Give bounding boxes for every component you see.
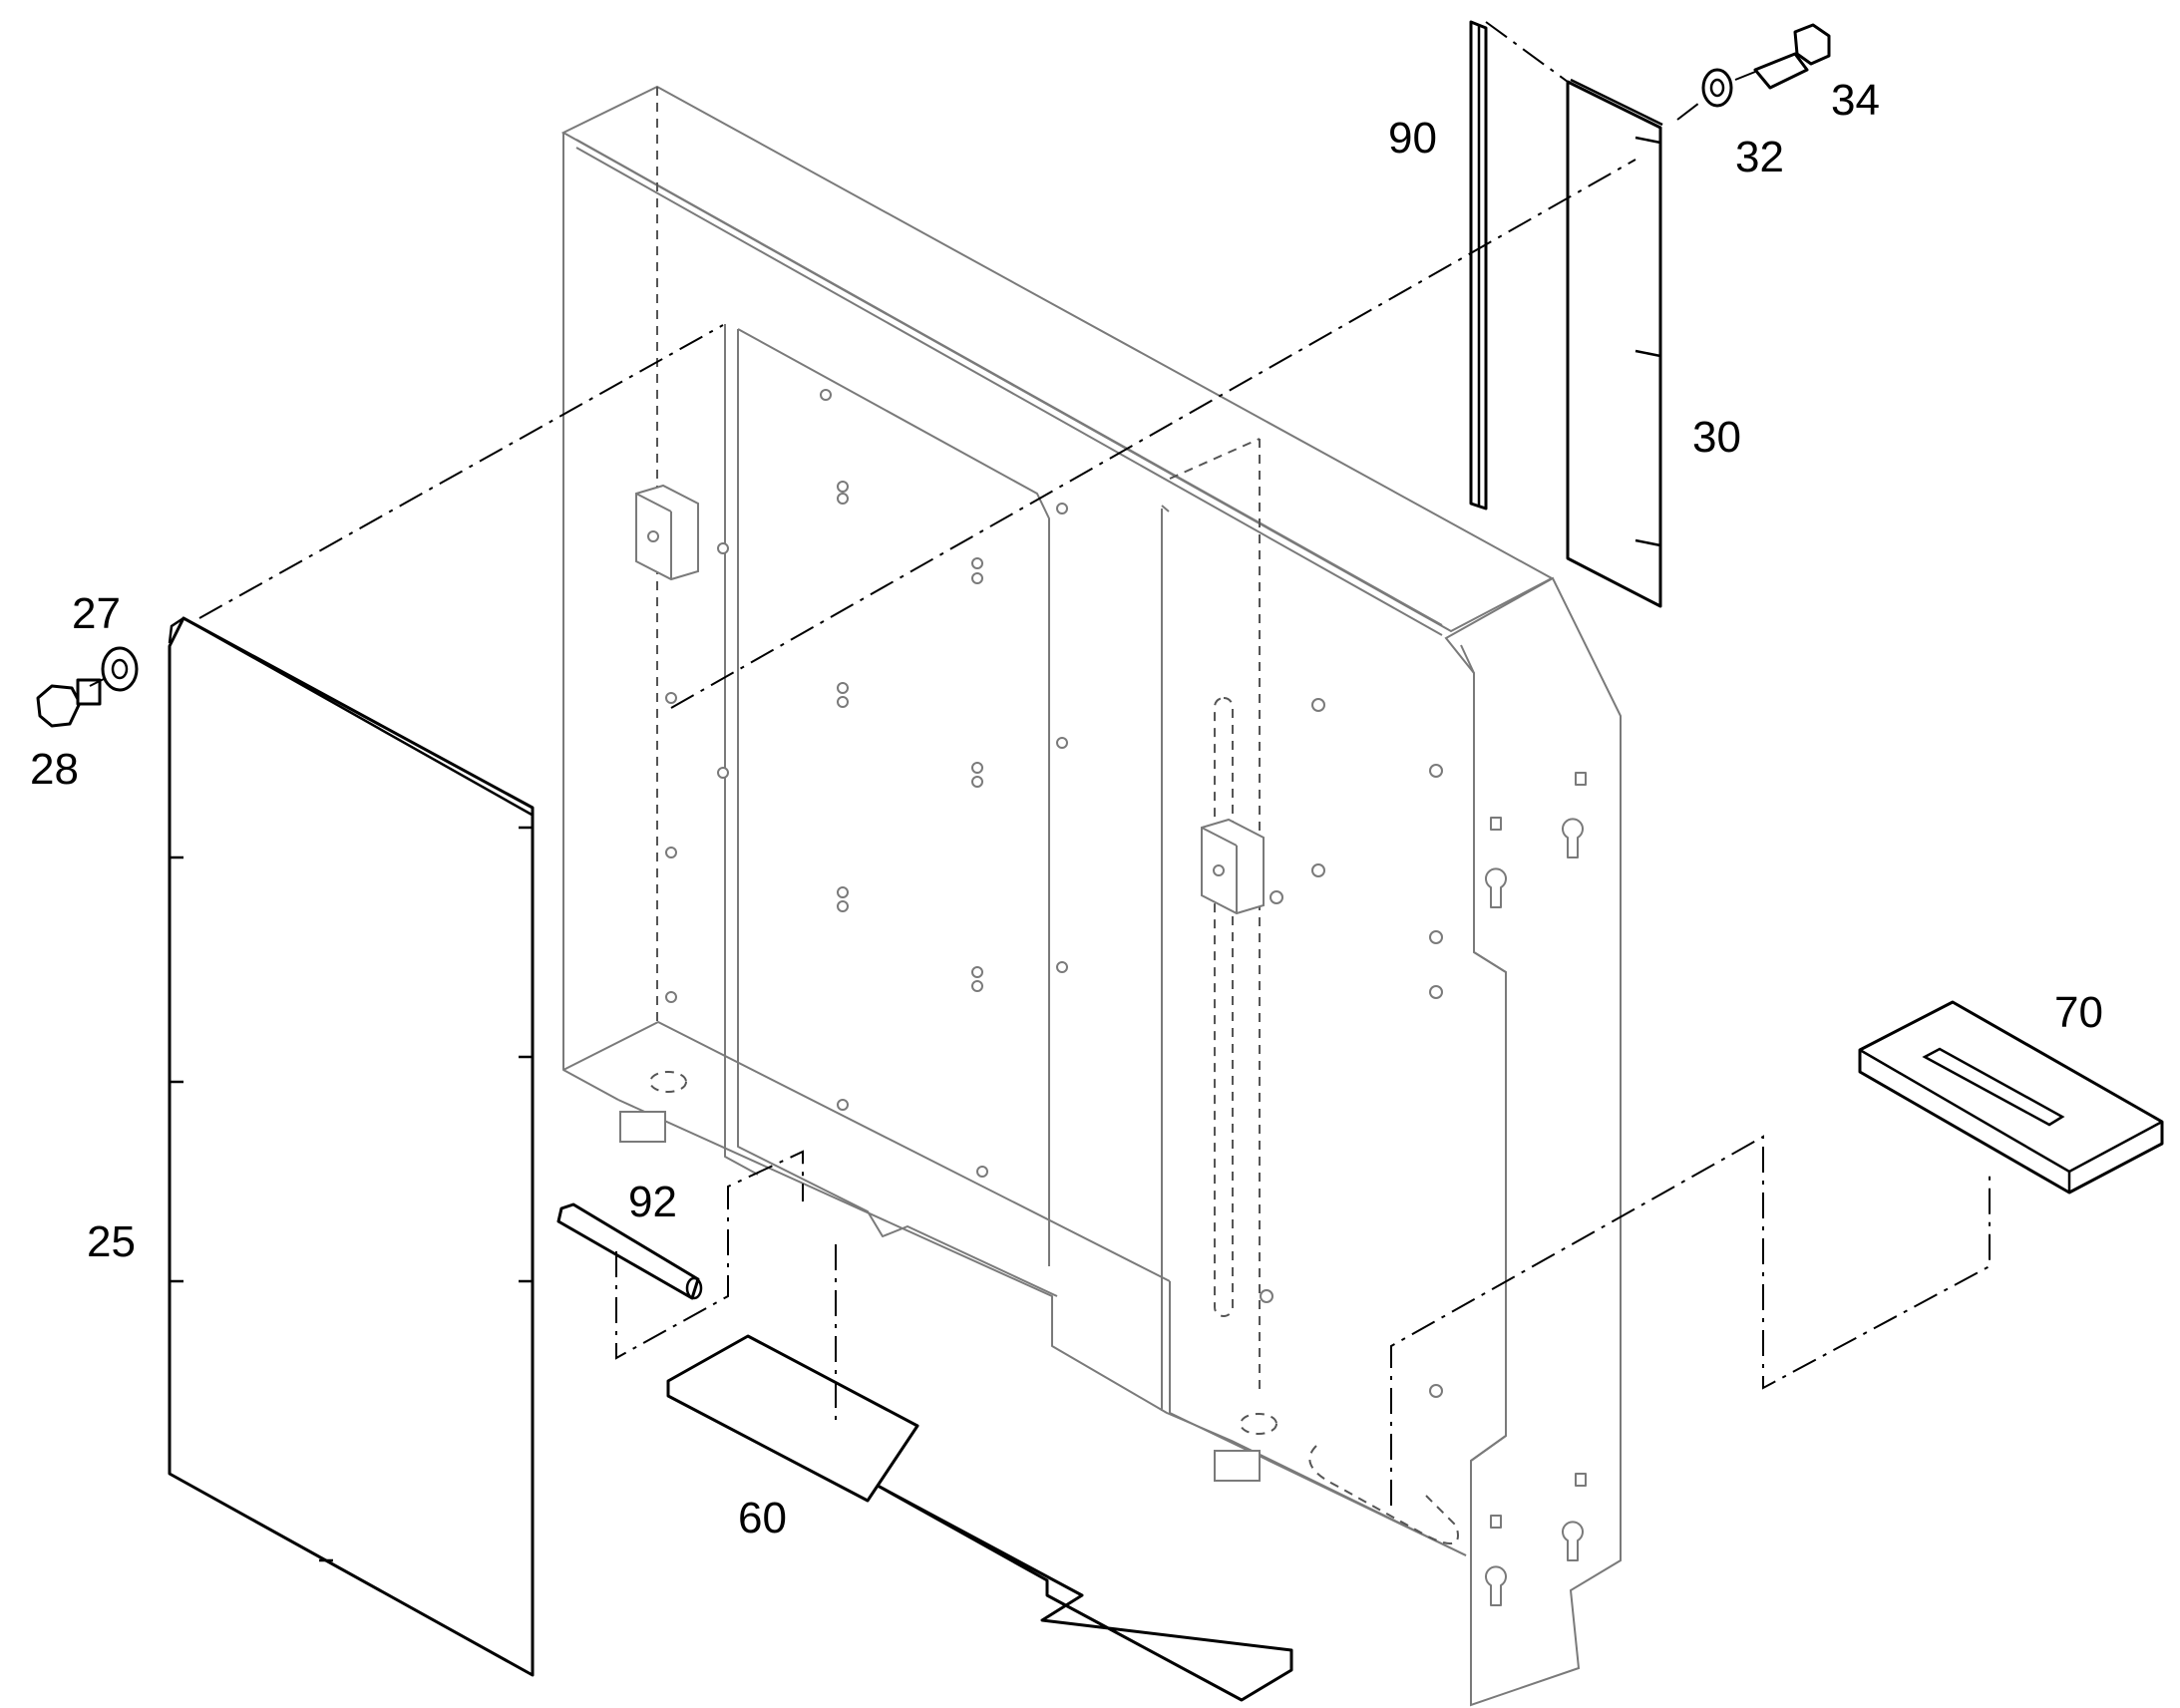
callout-30: 30 <box>1692 413 1741 462</box>
callout-60: 60 <box>738 1494 787 1542</box>
callout-90: 90 <box>1388 114 1437 163</box>
assembly-lines <box>89 21 1991 1506</box>
callout-labels: 25 27 28 30 32 34 60 70 90 92 <box>30 76 2103 1542</box>
callout-27: 27 <box>72 589 121 638</box>
bolt-34 <box>1753 23 1831 90</box>
callout-70: 70 <box>2054 988 2103 1037</box>
washer-32 <box>1701 68 1733 108</box>
back-plate <box>1566 78 1663 608</box>
callout-92: 92 <box>628 1178 677 1226</box>
gasket-strip <box>1469 20 1488 511</box>
washer-27 <box>101 646 139 692</box>
spacer-rod <box>556 1202 703 1300</box>
callout-28: 28 <box>30 745 79 794</box>
base-plate <box>666 1334 1293 1702</box>
callout-34: 34 <box>1831 76 1880 125</box>
side-panel <box>168 616 535 1677</box>
mounting-bracket <box>1444 576 1622 1707</box>
cabinet-housing <box>560 85 1555 1556</box>
callout-32: 32 <box>1735 133 1784 181</box>
mounting-pad <box>1858 1000 2164 1195</box>
bolt-28 <box>36 678 102 728</box>
callout-25: 25 <box>87 1217 136 1266</box>
